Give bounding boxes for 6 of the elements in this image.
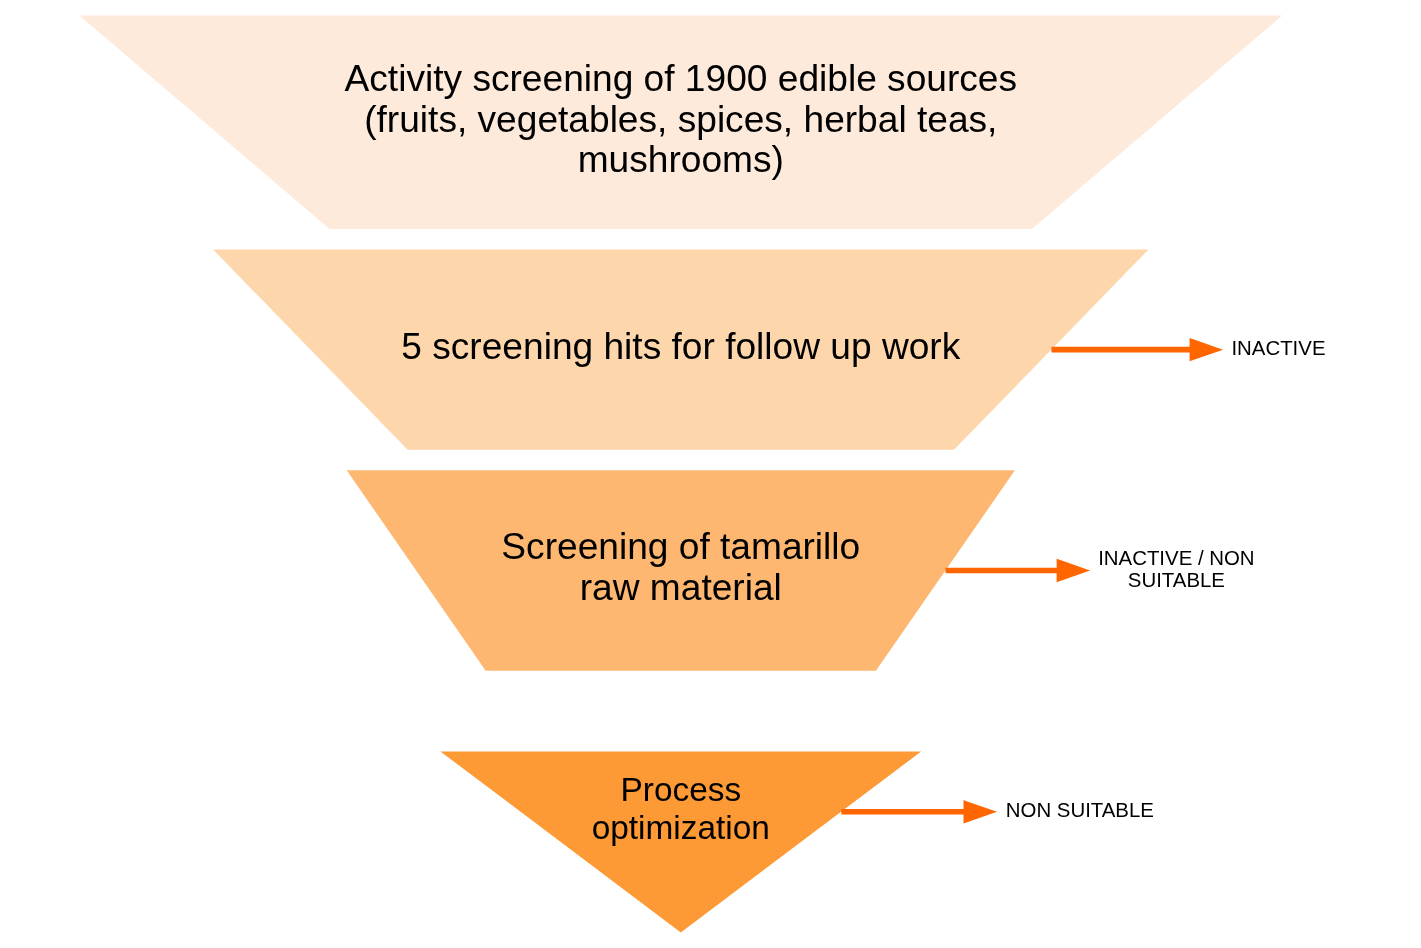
arrow [945, 558, 1091, 583]
node-text: INACTIVE / NON SUITABLE [1098, 546, 1255, 591]
arrow [1051, 337, 1224, 362]
node-text: INACTIVE [1231, 336, 1326, 359]
node-text: NON SUITABLE [1005, 799, 1154, 822]
arrow [841, 800, 997, 824]
